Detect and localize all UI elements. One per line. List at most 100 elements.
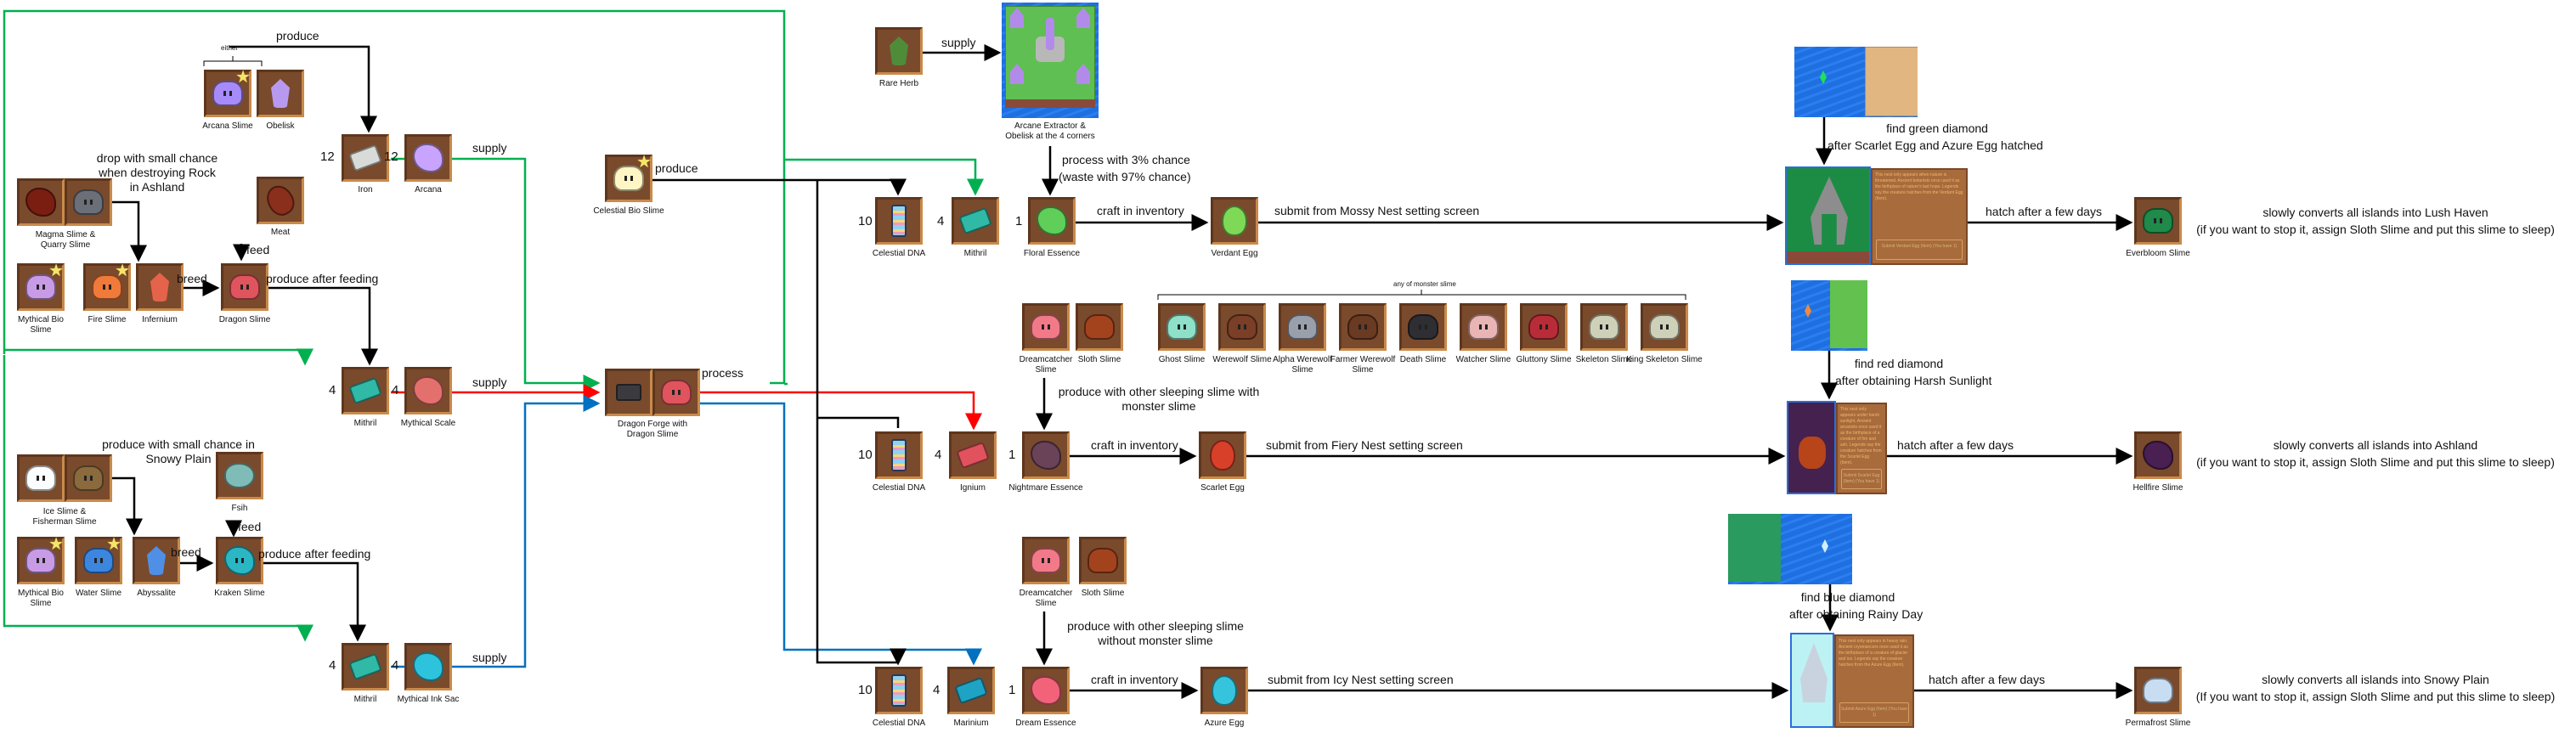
everbloom-slime-tile — [2134, 197, 2182, 245]
monster-slime-tile — [1218, 303, 1266, 351]
fisherman-slime-icon — [73, 465, 104, 491]
monster-slime-tile — [1339, 303, 1387, 351]
metal-qty-3: 4 — [933, 683, 941, 697]
hellfire-slime-label: Hellfire Slime — [2133, 483, 2183, 493]
rare-herb-label: Rare Herb — [878, 79, 919, 88]
drop-note: drop with small chance when destroying R… — [96, 151, 218, 194]
mythical-scale-label: Mythical Scale — [400, 419, 456, 428]
water-slime-tile: ★ — [75, 536, 122, 584]
fire-slime-icon — [92, 274, 122, 300]
monster-slime-tile — [1580, 303, 1628, 351]
craft-label-2: craft in inventory — [1091, 438, 1178, 452]
dna-qty-2: 10 — [858, 448, 873, 462]
floral-essence-label: Floral Essence — [1023, 249, 1081, 258]
effect-note-2: (if you want to stop it, assign Sloth Sl… — [2196, 455, 2555, 469]
arcane-extractor-image — [1002, 3, 1099, 118]
either-label: either — [221, 44, 239, 52]
fisherman-slime-tile — [65, 454, 112, 502]
effect-note-1: (if you want to stop it, assign Sloth Sl… — [2196, 223, 2555, 236]
submit-scarlet-egg-button[interactable]: Submit Scarlet Egg (Item) (You have 1) — [1841, 469, 1882, 489]
abyssalite-tile — [133, 537, 180, 584]
fish-icon — [224, 463, 255, 488]
mithril-tile-row1 — [952, 197, 999, 245]
kraken-slime-icon — [224, 546, 255, 575]
monster-slime-label: Alpha Werewolf Slime — [1273, 355, 1332, 375]
kraken-slime-label: Kraken Slime — [214, 589, 265, 598]
dragon-slime-icon — [229, 274, 260, 300]
scarlet-egg-tile — [1199, 431, 1246, 479]
mithril-label-1: Mithril — [353, 419, 377, 428]
iron-tile — [342, 134, 389, 182]
azure-egg-label: Azure Egg — [1204, 719, 1245, 728]
obelisk-label: Obelisk — [266, 121, 295, 131]
quarry-slime-tile — [65, 178, 112, 226]
submit-verdant-egg-button[interactable]: Submit Verdant Egg (Item) (You have 1) — [1876, 240, 1963, 260]
iron-qty: 12 — [320, 149, 335, 164]
dna-icon — [891, 674, 907, 707]
monster-slime-icon — [1649, 314, 1680, 340]
abyssalite-label: Abyssalite — [137, 589, 176, 598]
infernium-label: Infernium — [142, 315, 178, 324]
celestial-dna-label-3: Celestial DNA — [872, 719, 926, 728]
verdant-egg-icon — [1222, 206, 1247, 236]
celestial-bio-slime-label: Celestial Bio Slime — [593, 206, 664, 216]
dream-essence-tile — [1022, 667, 1070, 714]
iron-label: Iron — [358, 185, 373, 194]
craft-label-1: craft in inventory — [1097, 204, 1184, 217]
celestial-dna-label-1: Celestial DNA — [872, 249, 926, 258]
green-diamond-icon — [1820, 70, 1827, 84]
supply-arcana-label: supply — [472, 141, 507, 155]
hatch-label-2: hatch after a few days — [1897, 438, 2014, 452]
mythical-bio-slime-label-2: Mythical Bio Slime — [18, 589, 64, 608]
magma-slime-tile — [17, 178, 65, 226]
find-cond-3: after obtaining Rainy Day — [1789, 607, 1924, 621]
mythical-scale-tile — [404, 367, 452, 414]
breed-label-1: breed — [177, 272, 207, 285]
permafrost-slime-tile — [2134, 667, 2182, 714]
monster-slime-tile — [1399, 303, 1447, 351]
dragon-slime-tile — [221, 263, 268, 311]
marinium-label: Marinium — [953, 719, 989, 728]
dna-qty-1: 10 — [858, 214, 873, 228]
marinium-ingot-icon — [954, 676, 988, 705]
submit-label-2: submit from Fiery Nest setting screen — [1266, 438, 1463, 452]
fish-label: Fsih — [231, 504, 248, 513]
find-cond-2: after obtaining Harsh Sunlight — [1835, 374, 1992, 387]
mithril-ingot-icon — [348, 376, 382, 405]
either-brace — [203, 56, 263, 66]
produce-after-feeding-label-1: produce after feeding — [266, 272, 379, 285]
mythical-bio-slime-tile-1: ★ — [17, 262, 65, 311]
feed-label-1: feed — [246, 243, 270, 256]
dragon-slime-forge-tile — [652, 369, 700, 416]
dreamcatcher-slime-icon — [1031, 314, 1061, 340]
green-to-mithril-1 — [4, 348, 314, 366]
nest-description-3: This nest only appears in heavy rain. An… — [1839, 639, 1908, 668]
hellfire-slime-icon — [2143, 441, 2173, 470]
mithril-tile-1 — [342, 367, 389, 414]
nightmare-essence-tile — [1022, 431, 1070, 479]
celestial-produce-line — [652, 178, 907, 196]
infernium-crystal-icon — [150, 273, 169, 302]
dream-essence-icon — [1031, 676, 1061, 705]
sloth-slime-icon — [1084, 314, 1115, 340]
mithril-tile-2 — [342, 643, 389, 690]
celestial-dna-label-2: Celestial DNA — [872, 483, 926, 493]
celestial-dna-tile-1 — [875, 197, 923, 245]
celestial-dna-tile-2 — [875, 431, 923, 479]
monster-slime-icon — [1408, 314, 1438, 340]
supply-ink-label: supply — [472, 651, 507, 664]
craft-label-3: craft in inventory — [1091, 673, 1178, 686]
monster-slime-icon — [1227, 314, 1257, 340]
produce-celestial-label: produce — [655, 161, 698, 175]
submit-azure-egg-button[interactable]: Submit Azure Egg (Item) (You have 1) — [1839, 702, 1909, 723]
abyssalite-crystal-icon — [147, 546, 166, 575]
metal-qty-1: 4 — [937, 214, 945, 228]
find-cond-1: after Scarlet Egg and Azure Egg hatched — [1827, 138, 2043, 152]
magma-quarry-label: Magma Slime & Quarry Slime — [35, 230, 96, 250]
effect-1: slowly converts all islands into Lush Ha… — [2262, 206, 2488, 219]
dreamcatcher-slime-icon — [1031, 548, 1061, 573]
azure-egg-icon — [1212, 675, 1237, 706]
star-icon: ★ — [48, 262, 64, 280]
blue-diamond-icon — [1822, 539, 1828, 553]
